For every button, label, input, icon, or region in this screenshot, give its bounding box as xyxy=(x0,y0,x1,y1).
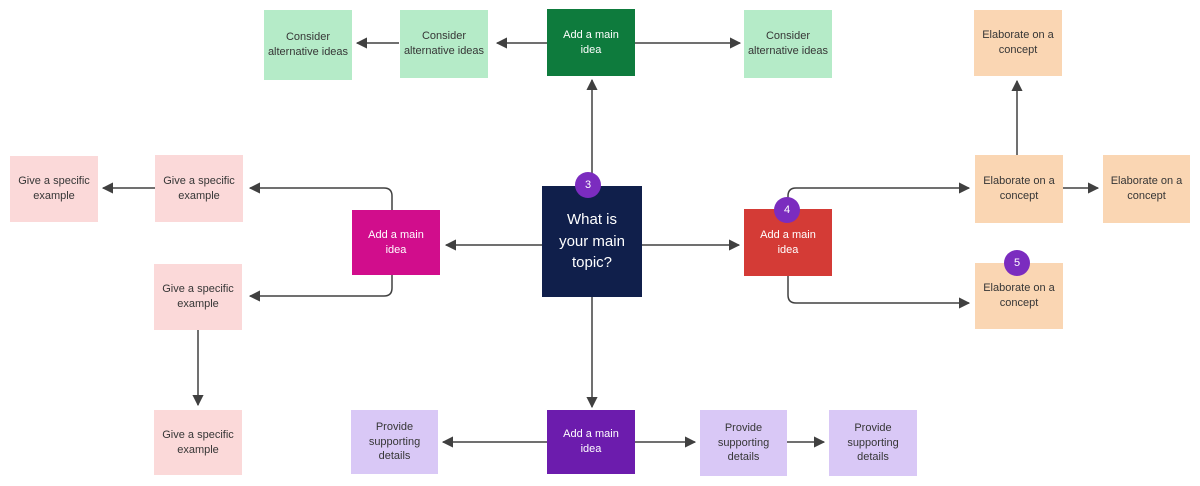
node-label: Give a specific example xyxy=(163,174,235,202)
connector-idea-right-to-elaborate-mid xyxy=(787,182,971,210)
node-elaborate-mid[interactable]: Elaborate on a concept xyxy=(975,155,1063,223)
node-alternative-1[interactable]: Consider alternative ideas xyxy=(264,10,352,80)
node-label: Give a specific example xyxy=(18,175,90,202)
node-elaborate-right[interactable]: Elaborate on a concept xyxy=(1103,155,1190,223)
node-idea-top[interactable]: Add a main idea xyxy=(547,9,635,76)
step-badge-4: 4 xyxy=(774,197,800,223)
node-alternative-2[interactable]: Consider alternative ideas xyxy=(400,10,488,78)
step-badge-5: 5 xyxy=(1004,250,1030,276)
connector-idea-left-to-example-2 xyxy=(248,182,393,210)
node-main-topic[interactable]: What is your main topic? xyxy=(542,186,642,297)
connector-idea-right-to-elaborate-low xyxy=(787,276,971,309)
node-elaborate-top[interactable]: Elaborate on a concept xyxy=(974,10,1062,76)
node-label: Add a main idea xyxy=(563,428,619,455)
node-label: Consider alternative ideas xyxy=(403,30,485,57)
step-badge-3: 3 xyxy=(575,172,601,198)
connector-idea-left-to-example-3 xyxy=(248,275,393,302)
node-label: What is your main topic? xyxy=(559,210,625,272)
node-label: Provide supporting details xyxy=(847,421,899,464)
node-label: Provide supporting details xyxy=(717,421,770,464)
node-alternative-3[interactable]: Consider alternative ideas xyxy=(744,10,832,78)
node-label: Add a main idea xyxy=(368,228,424,256)
node-label: Elaborate on a concept xyxy=(983,282,1055,309)
node-label: Add a main idea xyxy=(760,228,816,256)
node-label: Elaborate on a concept xyxy=(982,29,1054,56)
node-example-3[interactable]: Give a specific example xyxy=(154,264,242,330)
node-details-1[interactable]: Provide supporting details xyxy=(351,410,438,474)
node-details-3[interactable]: Provide supporting details xyxy=(829,410,917,476)
node-example-1[interactable]: Give a specific example xyxy=(10,156,98,222)
node-label: Give a specific example xyxy=(162,283,234,310)
node-idea-left[interactable]: Add a main idea xyxy=(352,210,440,275)
node-idea-bottom[interactable]: Add a main idea xyxy=(547,410,635,474)
node-label: Provide supporting details xyxy=(368,420,421,463)
node-example-4[interactable]: Give a specific example xyxy=(154,410,242,475)
node-label: Consider alternative ideas xyxy=(267,31,349,58)
node-label: Elaborate on a concept xyxy=(983,175,1055,202)
node-details-2[interactable]: Provide supporting details xyxy=(700,410,787,476)
node-label: Add a main idea xyxy=(563,28,619,56)
node-label: Consider alternative ideas xyxy=(747,30,829,57)
node-label: Give a specific example xyxy=(162,428,234,456)
node-example-2[interactable]: Give a specific example xyxy=(155,155,243,222)
node-label: Elaborate on a concept xyxy=(1110,175,1183,202)
